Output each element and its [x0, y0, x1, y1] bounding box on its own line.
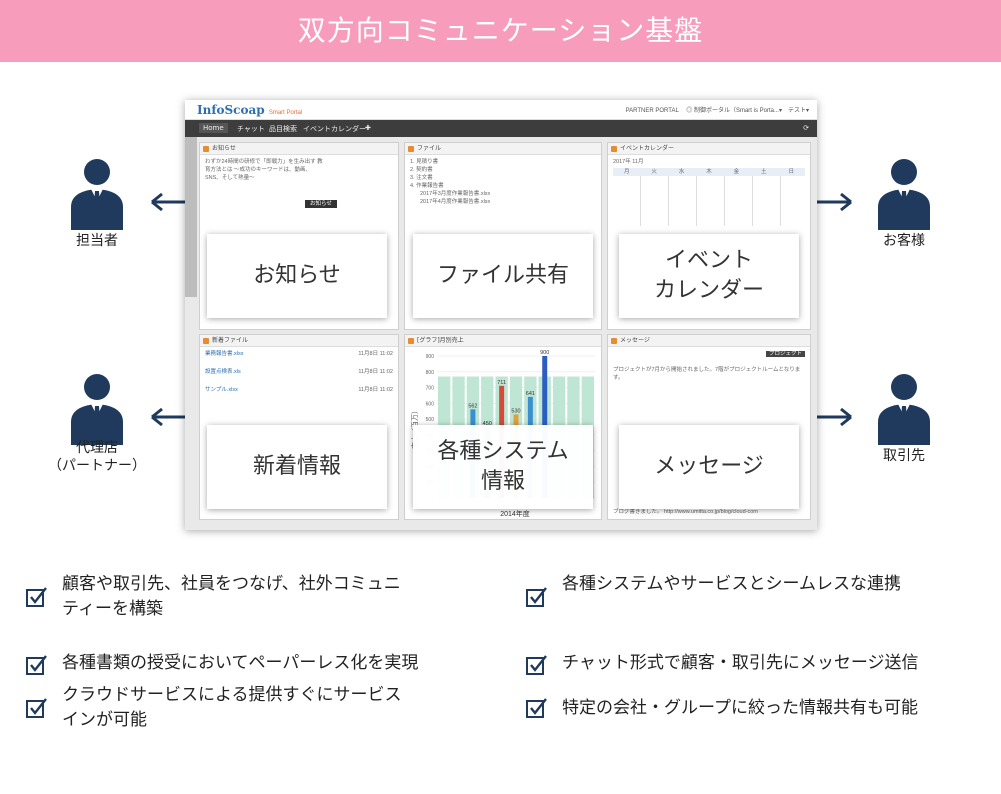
- check-icon: [526, 587, 547, 607]
- check-icon: [526, 655, 547, 675]
- nav-chat[interactable]: チャット: [237, 125, 265, 133]
- check-icon: [26, 655, 47, 675]
- notice-button[interactable]: お知らせ: [305, 200, 337, 208]
- chart-data-label: 641: [526, 391, 535, 397]
- person-label: 代理店 （パートナー）: [48, 440, 146, 474]
- file-item[interactable]: 3. 注文書: [410, 175, 433, 181]
- portal-logo-text: InfoScoap: [197, 103, 265, 117]
- overlay-notice: お知らせ: [207, 234, 387, 318]
- person-icon: [878, 159, 930, 230]
- calendar-day: 月: [623, 169, 630, 175]
- calendar-day: 日: [788, 169, 794, 175]
- person-okyakusama: お客様: [849, 155, 959, 250]
- panel-message-title: メッセージ: [608, 335, 810, 347]
- nav-add-icon[interactable]: ✚: [365, 124, 371, 132]
- calendar-day: 土: [761, 169, 767, 175]
- panel-notice-title: お知らせ: [200, 143, 398, 155]
- calendar-day: 木: [706, 169, 712, 175]
- file-item[interactable]: 4. 作業報告書: [410, 183, 444, 189]
- calendar-day: 金: [733, 169, 740, 175]
- feature-group-share: 特定の会社・グループに絞った情報共有も可能: [562, 698, 918, 718]
- check-icon: [26, 587, 47, 607]
- file-item[interactable]: 2017年4月度作業報告書.xlsx: [420, 199, 491, 205]
- person-tantousha: 担当者: [42, 155, 152, 250]
- calendar-day: 水: [678, 169, 685, 175]
- chart-ytick-label: 600: [426, 401, 435, 407]
- person-icon: [878, 374, 930, 445]
- arrow-left-bottom: [151, 407, 205, 427]
- portal-toplinks[interactable]: PARTNER PORTAL ◎ 制御ポータル（Smart is Porta..…: [625, 108, 809, 114]
- calendar-days: 月 火 水 木 金 土 日: [613, 168, 805, 176]
- newfile-name[interactable]: 業務報告書.xlsx: [205, 351, 244, 357]
- nav-event[interactable]: イベントカレンダー: [303, 125, 366, 133]
- portal-sidebar[interactable]: [185, 137, 197, 297]
- calendar-month: 2017年 11月: [613, 159, 644, 165]
- newfile-name[interactable]: サンプル.xlsx: [205, 387, 238, 393]
- file-item[interactable]: 2. 契約書: [410, 167, 433, 173]
- chart-data-label: 900: [540, 350, 549, 356]
- notice-text: わずか24時間の研修で「即戦力」を生み出す 教育方法とは ～成功のキーワードは、…: [205, 159, 323, 181]
- check-icon: [26, 698, 47, 718]
- file-item[interactable]: 2017年3月度作業報告書.xlsx: [420, 191, 491, 197]
- calendar-grid[interactable]: [613, 176, 805, 226]
- chart-data-label: 711: [497, 380, 506, 386]
- check-icon: [526, 698, 547, 718]
- message-footer[interactable]: ブログ書きました。 http://www.umitta.co.jp/blog/c…: [613, 509, 758, 515]
- panel-notice-body: わずか24時間の研修で「即戦力」を生み出す 教育方法とは ～成功のキーワードは、…: [200, 155, 398, 211]
- message-project-button[interactable]: プロジェクト: [765, 351, 805, 357]
- message-text: プロジェクトが7月から開始されました。7階がプロジェクトルームとなります。: [613, 367, 801, 381]
- panel-calendar-title: イベントカレンダー: [608, 143, 810, 155]
- overlay-calendar: イベント カレンダー: [619, 234, 799, 318]
- feature-chat: チャット形式で顧客・取引先にメッセージ送信: [562, 653, 919, 673]
- person-label: 取引先: [883, 448, 925, 464]
- overlay-files: ファイル共有: [413, 234, 593, 318]
- portal-navbar: Home チャット 品目検索 イベントカレンダー ✚ ⟳: [185, 120, 817, 137]
- feature-community: 顧客や取引先、社員をつなげ、社外コミュニ ティーを構築: [62, 574, 401, 619]
- newfile-date: 11月8日 11:02: [358, 351, 393, 357]
- person-label: お客様: [883, 233, 925, 249]
- person-icon: [71, 374, 123, 445]
- chart-data-label: 450: [483, 421, 492, 427]
- overlay-message: メッセージ: [619, 425, 799, 509]
- panel-message-body: プロジェクト プロジェクトが7月から開始されました。7階がプロジェクトルームとな…: [608, 347, 810, 515]
- chart-ytick-label: 900: [426, 354, 435, 360]
- banner-title: 双方向コミュニケーション基盤: [0, 0, 1001, 62]
- refresh-icon[interactable]: ⟳: [803, 124, 809, 132]
- panel-files-title: ファイル: [405, 143, 601, 155]
- nav-search[interactable]: 品目検索: [269, 125, 297, 133]
- portal-logo-sub: Smart Portal: [268, 110, 303, 116]
- feature-integration: 各種システムやサービスとシームレスな連携: [562, 574, 901, 594]
- person-icon: [71, 159, 123, 230]
- newfile-row[interactable]: 設置点検表.xls 11月8日 11:02: [205, 368, 393, 376]
- calendar-day: 火: [651, 169, 657, 175]
- newfile-name[interactable]: 設置点検表.xls: [205, 369, 241, 375]
- person-dairiten: 代理店 （パートナー）: [42, 370, 152, 475]
- chart-ytick-label: 700: [426, 386, 435, 392]
- panel-graph-title: [グラフ]月別売上: [405, 335, 601, 347]
- chart-data-label: 562: [468, 403, 477, 409]
- person-torihikisaki: 取引先: [849, 370, 959, 465]
- portal-topbar: InfoScoap Smart Portal PARTNER PORTAL ◎ …: [185, 100, 817, 120]
- chart-data-label: 530: [511, 408, 520, 414]
- newfile-date: 11月8日 11:02: [358, 369, 393, 375]
- person-label: 担当者: [76, 233, 118, 249]
- chart-xlabel: 2014年度: [500, 509, 530, 518]
- feature-paperless: 各種書類の授受においてペーパーレス化を実現: [62, 653, 419, 673]
- newfile-row[interactable]: サンプル.xlsx 11月8日 11:02: [205, 386, 393, 394]
- newfile-date: 11月8日 11:02: [358, 387, 393, 393]
- file-item[interactable]: 1. 見積り書: [410, 159, 439, 165]
- chart-ytick-label: 500: [426, 417, 435, 423]
- feature-cloud: クラウドサービスによる提供すぐにサービス インが可能: [62, 685, 402, 730]
- panel-newfiles-title: 新着ファイル: [200, 335, 398, 347]
- panel-files-body: 1. 見積り書 2. 契約書 3. 注文書 4. 作業報告書 2017年3月度作…: [405, 155, 601, 209]
- chart-ytick-label: 800: [426, 370, 435, 376]
- nav-home[interactable]: Home: [199, 123, 228, 133]
- panel-newfiles-body: 業務報告書.xlsx 11月8日 11:02 設置点検表.xls 11月8日 11:…: [200, 347, 398, 397]
- overlay-newinfo: 新着情報: [207, 425, 387, 509]
- newfile-row[interactable]: 業務報告書.xlsx 11月8日 11:02: [205, 350, 393, 358]
- portal-logo: InfoScoap Smart Portal: [197, 103, 302, 117]
- panel-calendar-body: 2017年 11月 月 火 水 木 金 土 日: [608, 155, 810, 229]
- arrow-left-top: [151, 192, 205, 212]
- overlay-system: 各種システム 情報: [413, 425, 593, 509]
